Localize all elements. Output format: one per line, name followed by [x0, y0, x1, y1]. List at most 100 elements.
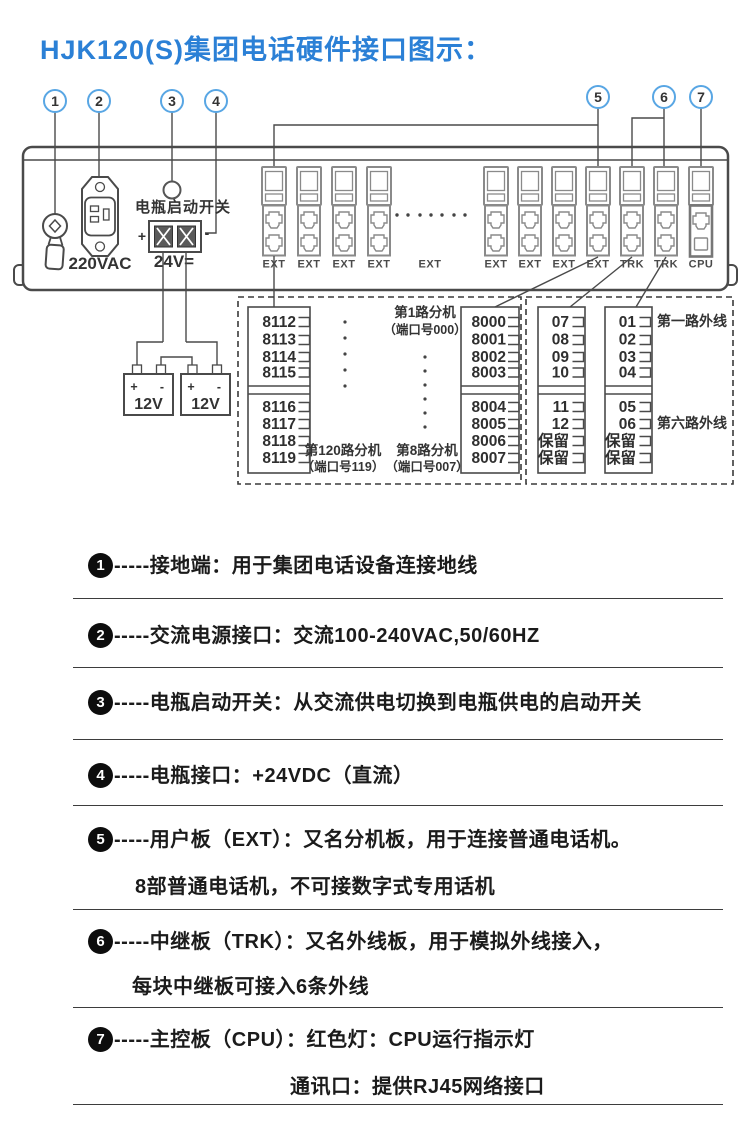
callout-4: 4 [212, 93, 220, 109]
pin-number: 8000 [472, 314, 506, 331]
reserved-pin: 保留 [604, 431, 636, 450]
legend-text-5-line2: 8部普通电话机，不可接数字式专用话机 [135, 876, 496, 898]
callout-7-circle [689, 85, 713, 109]
slot-label-ext: EXT [368, 259, 391, 271]
trunk-port-map: 07 08 09 10 11 12 保留 保留 01 02 03 04 05 0… [525, 296, 734, 485]
sixth-trunk-label: 第六路外线 [657, 415, 727, 431]
extension-port-map: 8112 8113 8114 8115 8116 8117 8118 8119 … [237, 296, 522, 485]
legend-num-7: 7 [88, 1027, 113, 1052]
pin-number: 8002 [472, 349, 506, 366]
slot-label-ext: EXT [333, 259, 356, 271]
callout-7: 7 [697, 89, 705, 105]
trunk-pin-col-a: 07 08 09 10 11 12 保留 保留 [537, 306, 586, 474]
trk-slot-2 [654, 167, 678, 256]
pin-block-8000: 8000 8001 8002 8003 8004 8005 8006 8007 [460, 306, 520, 474]
pin-number: 11 [553, 399, 570, 416]
legend-num-4: 4 [88, 763, 113, 788]
pin-number: 8118 [262, 433, 296, 450]
ext-slot-8 [586, 167, 610, 256]
slot-label-ext: EXT [553, 259, 576, 271]
legend-text-4: -----电瓶接口：+24VDC（直流） [114, 765, 414, 787]
reserved-pin: 保留 [537, 448, 569, 467]
legend-num-6: 6 [88, 929, 113, 954]
legend-text-6: -----中继板（TRK）：又名外线板，用于模拟外线接入， [114, 931, 613, 953]
legend-num-5: 5 [88, 827, 113, 852]
pin-number: 10 [552, 365, 569, 382]
callout-5: 5 [594, 89, 602, 105]
card-slots [262, 166, 714, 258]
first-trunk-label: 第一路外线 [657, 313, 727, 329]
legend-num-3: 3 [88, 690, 113, 715]
pin-number: 09 [552, 349, 570, 366]
cpu-slot [688, 166, 714, 258]
pin-number: 12 [552, 416, 569, 433]
slot-label-cpu: CPU [689, 259, 714, 271]
separator [73, 805, 723, 806]
ac-voltage-label: 220VAC [69, 254, 132, 273]
separator [73, 909, 723, 910]
ext120-label: 第120路分机 [305, 442, 382, 458]
legend-item-3: 3 -----电瓶启动开关：从交流供电切换到电瓶供电的启动开关 [88, 690, 642, 716]
slot-label-ext-middle: EXT [419, 259, 442, 271]
first-ext-label: 第1路分机 [394, 304, 456, 320]
legend-item-5: 5 -----用户板（EXT）：又名分机板，用于连接普通电话机。 [88, 827, 631, 853]
pin-number: 8007 [472, 450, 506, 467]
reserved-pin: 保留 [537, 431, 569, 450]
first-ext-port: （端口号000） [383, 322, 466, 337]
battery-label: 12V [134, 396, 163, 413]
callout-leader-lines [54, 108, 702, 234]
pin-number: 01 [619, 314, 637, 331]
dots-column-2 [423, 355, 427, 429]
battery-label: 12V [191, 396, 220, 413]
callout-6-circle [652, 85, 676, 109]
ext-slot-4 [367, 167, 391, 256]
callout-4-circle [204, 89, 228, 113]
pin-number: 8115 [262, 365, 296, 382]
callout-1: 1 [51, 93, 59, 109]
pin-number: 08 [552, 332, 570, 349]
slot-label-ext: EXT [519, 259, 542, 271]
legend-item-1: 1 -----接地端：用于集团电话设备连接地线 [88, 553, 478, 579]
pin-number: 8117 [262, 416, 296, 433]
pin-number: 8116 [262, 399, 296, 416]
page-title: HJK120(S)集团电话硬件接口图示： [40, 35, 493, 65]
dc-voltage-label: 24V= [154, 252, 194, 271]
callout-2: 2 [95, 93, 103, 109]
legend-item-4: 4 -----电瓶接口：+24VDC（直流） [88, 763, 413, 789]
ground-terminal-icon [42, 213, 68, 271]
legend-text-1: -----接地端：用于集团电话设备连接地线 [114, 555, 478, 577]
pin-number: 8006 [472, 433, 507, 450]
ext120-port: （端口号119） [302, 459, 385, 474]
separator [73, 739, 723, 740]
legend-text-7: -----主控板（CPU）：红色灯：CPU运行指示灯 [114, 1029, 535, 1051]
ext-slot-2 [297, 167, 321, 256]
ext-slot-7 [552, 167, 576, 256]
trunk-pin-col-b: 01 02 03 04 05 06 保留 保留 [604, 306, 653, 474]
slot-label-ext: EXT [587, 259, 610, 271]
legend-num-1: 1 [88, 553, 113, 578]
pin-number: 04 [619, 365, 637, 382]
reserved-pin: 保留 [604, 448, 636, 467]
slot-label-ext: EXT [485, 259, 508, 271]
battery-minus: - [160, 380, 164, 394]
ext8-port: （端口号007） [385, 459, 468, 474]
separator [73, 598, 723, 599]
ac-power-inlet-icon [81, 176, 119, 257]
terminal-minus-label: - [205, 225, 210, 241]
callout-3-circle [160, 89, 184, 113]
battery-switch-label: 电瓶启动开关 [135, 198, 231, 216]
battery-plus: + [130, 380, 137, 394]
battery-minus: - [217, 380, 221, 394]
pin-number: 8114 [262, 349, 296, 366]
battery-wiring [131, 252, 223, 375]
battery-start-switch-icon [162, 180, 182, 200]
legend-text-5: -----用户板（EXT）：又名分机板，用于连接普通电话机。 [114, 829, 632, 851]
dots-column-1 [343, 320, 347, 388]
ext-slot-6 [518, 167, 542, 256]
terminal-plus-label: + [138, 228, 146, 244]
legend-num-2: 2 [88, 623, 113, 648]
callout-6: 6 [660, 89, 668, 105]
trk-slot-1 [620, 167, 644, 256]
ext-slot-5 [484, 167, 508, 256]
